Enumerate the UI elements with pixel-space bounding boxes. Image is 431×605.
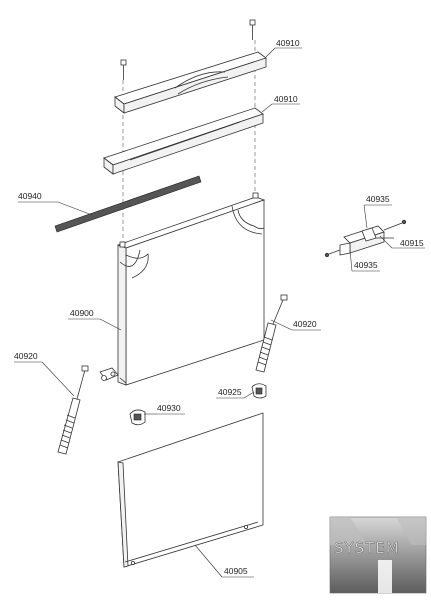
label-lower-panel: 40905 xyxy=(224,566,248,576)
spacer-left xyxy=(129,409,146,426)
leader-lower-panel xyxy=(194,544,223,578)
spring-right xyxy=(255,294,288,373)
label-spring-left: 40920 xyxy=(14,351,38,361)
leader-hinge-middle xyxy=(379,235,393,249)
label-hinge-lower: 40935 xyxy=(354,260,378,270)
bracket-top xyxy=(114,51,267,114)
label-bracket-second: 40910 xyxy=(274,94,298,104)
label-spacer-left: 40930 xyxy=(157,403,181,413)
hinge-bracket xyxy=(99,367,119,381)
label-gasket-strip: 40940 xyxy=(18,191,42,201)
spring-left xyxy=(57,365,89,455)
lower-panel xyxy=(117,412,264,568)
label-hinge-upper: 40935 xyxy=(366,194,390,204)
label-spacer-right: 40925 xyxy=(218,387,242,397)
leader-bracket-top xyxy=(265,47,276,58)
label-bracket-top: 40910 xyxy=(276,38,300,48)
screw-top-left xyxy=(120,59,127,80)
hinge-assembly xyxy=(324,219,407,258)
system-logo: SYSTEM xyxy=(329,516,427,594)
leader-hinge-lower xyxy=(349,249,353,272)
screw-top-right xyxy=(249,19,256,40)
label-spring-right: 40920 xyxy=(293,319,317,329)
spacer-right xyxy=(251,383,267,399)
bracket-second xyxy=(103,107,264,175)
logo-text: SYSTEM xyxy=(334,539,400,557)
leader-bracket-second xyxy=(261,103,273,113)
leader-spring-right xyxy=(270,319,293,331)
label-door-panel: 40900 xyxy=(70,308,94,318)
label-hinge-middle: 40915 xyxy=(400,238,424,248)
door-panel xyxy=(116,192,266,386)
gasket-strip xyxy=(54,175,202,233)
